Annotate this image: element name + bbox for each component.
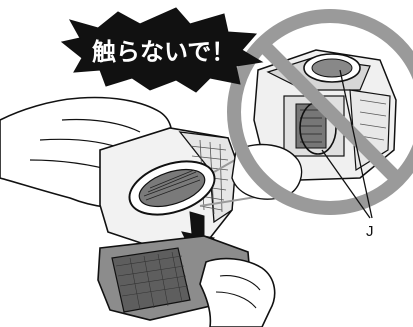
callout-label: J: [366, 223, 374, 240]
print-head-handling-illustration: [0, 96, 276, 327]
warning-banner: 触らないで！: [60, 7, 264, 93]
prohibition-slash: [257, 39, 403, 185]
holder-mesh: [115, 251, 189, 311]
warning-banner-shape: [60, 7, 264, 93]
no-touch-prohibition-sign: [227, 9, 413, 215]
warning-text: 触らないで！: [92, 38, 235, 66]
callout-leader-2: [321, 149, 371, 219]
callout-leader-1: [339, 69, 373, 219]
right-hand: [199, 257, 276, 327]
prohibition-zoom: J: [199, 9, 413, 240]
